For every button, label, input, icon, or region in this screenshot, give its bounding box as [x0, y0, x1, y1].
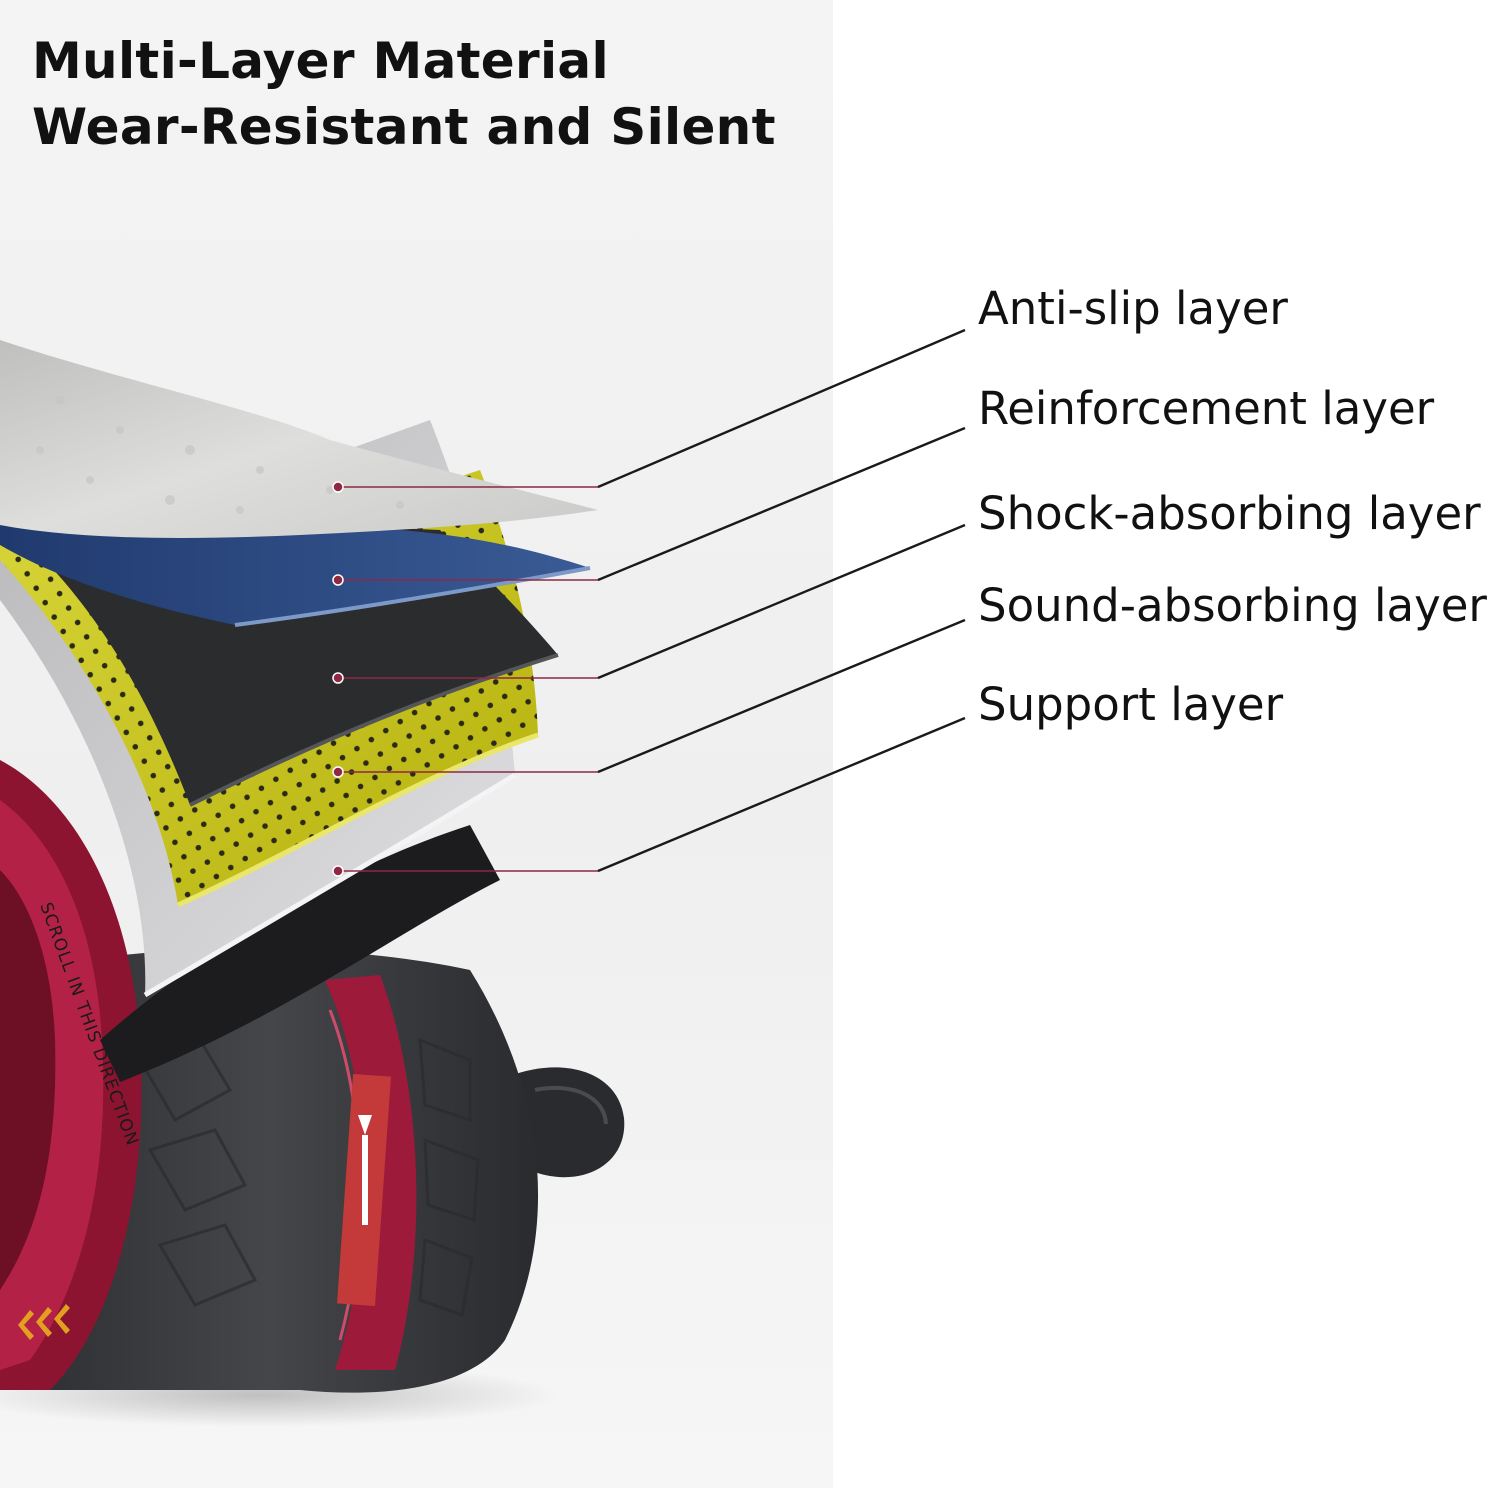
leader-lines: [597, 328, 966, 873]
marker-dot-support: [332, 865, 344, 877]
page-title: Multi-Layer Material Wear-Resistant and …: [32, 28, 776, 160]
tire-tread: [137, 1037, 480, 1318]
support-layer-felt: [100, 825, 500, 1082]
title-line-1: Multi-Layer Material: [32, 32, 609, 90]
label-anti-slip-layer: Anti-slip layer: [978, 282, 1288, 335]
label-support-layer: Support layer: [978, 678, 1284, 731]
wheel-hub: [0, 870, 56, 1290]
shock-absorbing-edge: [189, 653, 559, 807]
reinforcement-edge: [234, 566, 591, 627]
title-line-2: Wear-Resistant and Silent: [32, 98, 776, 156]
support-layer-edge: [143, 772, 517, 998]
leader-reinforcement: [597, 426, 966, 582]
label-reinforcement-layer: Reinforcement layer: [978, 382, 1435, 435]
marker-dot-reinforcement: [332, 574, 344, 586]
marker-dot-sound-absorbing: [332, 766, 344, 778]
leader-sound-absorbing: [597, 618, 966, 774]
sticker-arrow-icon: [358, 1115, 372, 1135]
anti-slip-layer: [0, 340, 598, 538]
leader-support: [597, 716, 966, 873]
marker-dot-shock-absorbing: [332, 672, 344, 684]
handle-highlight: [534, 1085, 608, 1125]
callout-markers: [332, 481, 598, 877]
chevron-left-icon: [18, 1304, 70, 1340]
label-shock-absorbing-layer: Shock-absorbing layer: [978, 487, 1481, 540]
marker-dot-anti-slip: [332, 481, 344, 493]
leader-anti-slip: [597, 328, 966, 489]
anti-slip-texture: [36, 395, 404, 514]
label-sound-absorbing-layer: Sound-absorbing layer: [978, 579, 1487, 632]
sound-absorbing-edge: [176, 732, 539, 908]
leader-shock-absorbing: [597, 523, 966, 680]
sticker-arrow-shaft: [362, 1135, 368, 1225]
